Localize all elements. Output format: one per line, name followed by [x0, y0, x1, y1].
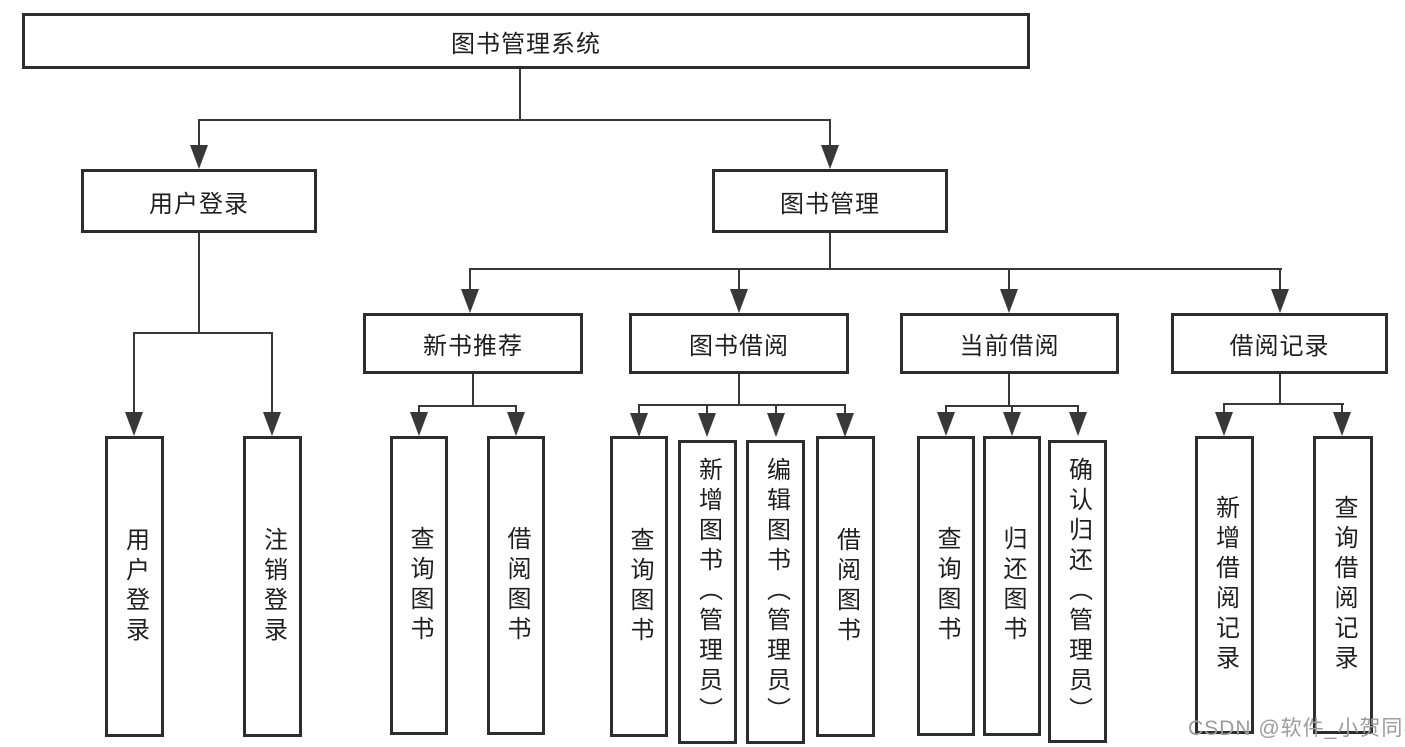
leaf-label: 确认归还（管理员）: [1064, 456, 1092, 727]
arrowhead-down-icon: [1215, 412, 1233, 436]
connector-drop: [1077, 405, 1079, 414]
connector-newbooks-rail: [418, 405, 517, 407]
arrowhead-down-icon: [1069, 412, 1087, 436]
leaf-label: 用户登录: [121, 526, 149, 647]
node-current-borrow-label: 当前借阅: [959, 333, 1060, 360]
node-borrow-records: 借阅记录: [1171, 313, 1388, 374]
connector-drop: [515, 405, 517, 414]
connector-mgmt-stem: [829, 233, 831, 270]
connector-mgmt-rail: [469, 268, 1282, 270]
connector-drop: [1223, 403, 1225, 414]
arrowhead-down-icon: [767, 413, 785, 437]
leaf-label: 归还图书: [999, 526, 1026, 646]
connector-records-rail: [1223, 403, 1344, 405]
leaf-label: 查询图书: [626, 526, 653, 647]
leaf-add-borrow-record: 新增借阅记录: [1195, 436, 1254, 734]
connector-drop: [418, 405, 420, 414]
leaf-edit-books-admin: 编辑图书（管理员）: [746, 440, 805, 744]
connector-drop: [1008, 268, 1010, 290]
leaf-user-login: 用户登录: [105, 436, 164, 737]
connector-root-stem: [519, 69, 521, 121]
arrowhead-down-icon: [461, 289, 479, 313]
connector-drop: [775, 404, 777, 414]
connector-login-rail: [133, 332, 273, 334]
leaf-borrow-books-bb: 借阅图书: [816, 436, 875, 737]
connector-root-rail: [198, 119, 831, 121]
arrowhead-down-icon: [190, 145, 208, 169]
node-new-books-label: 新书推荐: [423, 333, 523, 360]
arrowhead-down-icon: [125, 412, 143, 436]
arrowhead-down-icon: [507, 412, 525, 436]
node-root-label: 图书管理系统: [451, 30, 601, 58]
node-book-mgmt-label: 图书管理: [780, 190, 880, 218]
connector-drop: [844, 404, 846, 414]
connector-drop: [706, 404, 708, 414]
leaf-return-books: 归还图书: [983, 436, 1041, 736]
connector-drop: [1279, 268, 1281, 290]
arrowhead-down-icon: [836, 413, 854, 437]
arrowhead-down-icon: [937, 412, 955, 436]
connector-records-stem: [1279, 374, 1281, 405]
leaf-add-books-admin: 新增图书（管理员）: [678, 440, 737, 744]
leaf-query-books-bb: 查询图书: [610, 436, 668, 737]
leaf-label: 新增图书（管理员）: [694, 457, 722, 727]
connector-drop: [133, 332, 135, 413]
connector-drop: [271, 332, 273, 413]
arrowhead-down-icon: [1000, 289, 1018, 313]
csdn-watermark: CSDN @软件_小贺同学: [1188, 717, 1405, 740]
leaf-label: 借阅图书: [503, 525, 530, 646]
node-book-borrow: 图书借阅: [629, 313, 849, 374]
arrowhead-down-icon: [730, 289, 748, 313]
node-new-books: 新书推荐: [363, 313, 583, 374]
leaf-label: 新增借阅记录: [1211, 495, 1239, 675]
node-root-system: 图书管理系统: [22, 13, 1030, 69]
connector-bookborrow-stem: [738, 374, 740, 406]
arrowhead-down-icon: [1333, 412, 1351, 436]
connector-drop: [469, 268, 471, 290]
connector-drop: [1011, 405, 1013, 414]
arrowhead-down-icon: [1271, 289, 1289, 313]
connector-current-stem: [1008, 374, 1010, 407]
arrowhead-down-icon: [698, 413, 716, 437]
leaf-borrow-books-nb: 借阅图书: [487, 436, 545, 735]
arrowhead-down-icon: [263, 412, 281, 436]
connector-drop: [1341, 403, 1343, 414]
connector-newbooks-stem: [472, 374, 474, 407]
node-book-mgmt: 图书管理: [712, 169, 948, 233]
leaf-label: 查询图书: [406, 525, 433, 646]
connector-drop: [638, 404, 640, 414]
connector-drop: [829, 119, 831, 146]
leaf-label: 查询借阅记录: [1330, 495, 1357, 675]
connector-drop: [945, 405, 947, 414]
node-book-borrow-label: 图书借阅: [689, 333, 789, 360]
leaf-query-books-nb: 查询图书: [390, 436, 448, 735]
node-user-login-label: 用户登录: [149, 190, 249, 218]
node-user-login: 用户登录: [81, 169, 317, 233]
leaf-logout: 注销登录: [243, 436, 302, 737]
connector-bookborrow-rail: [638, 404, 846, 406]
leaf-query-borrow-record: 查询借阅记录: [1313, 436, 1373, 734]
leaf-label: 编辑图书（管理员）: [762, 457, 790, 727]
arrowhead-down-icon: [630, 413, 648, 437]
leaf-label: 注销登录: [259, 526, 287, 647]
connector-drop: [738, 268, 740, 290]
leaf-query-books-cb: 查询图书: [917, 436, 975, 736]
leaf-confirm-return-admin: 确认归还（管理员）: [1048, 440, 1107, 743]
node-current-borrow: 当前借阅: [900, 313, 1119, 374]
connector-login-stem: [198, 233, 200, 334]
leaf-label: 查询图书: [933, 526, 960, 646]
arrowhead-down-icon: [821, 145, 839, 169]
connector-drop: [198, 119, 200, 146]
leaf-label: 借阅图书: [832, 526, 860, 647]
arrowhead-down-icon: [410, 412, 428, 436]
node-borrow-records-label: 借阅记录: [1229, 333, 1330, 360]
arrowhead-down-icon: [1003, 412, 1021, 436]
